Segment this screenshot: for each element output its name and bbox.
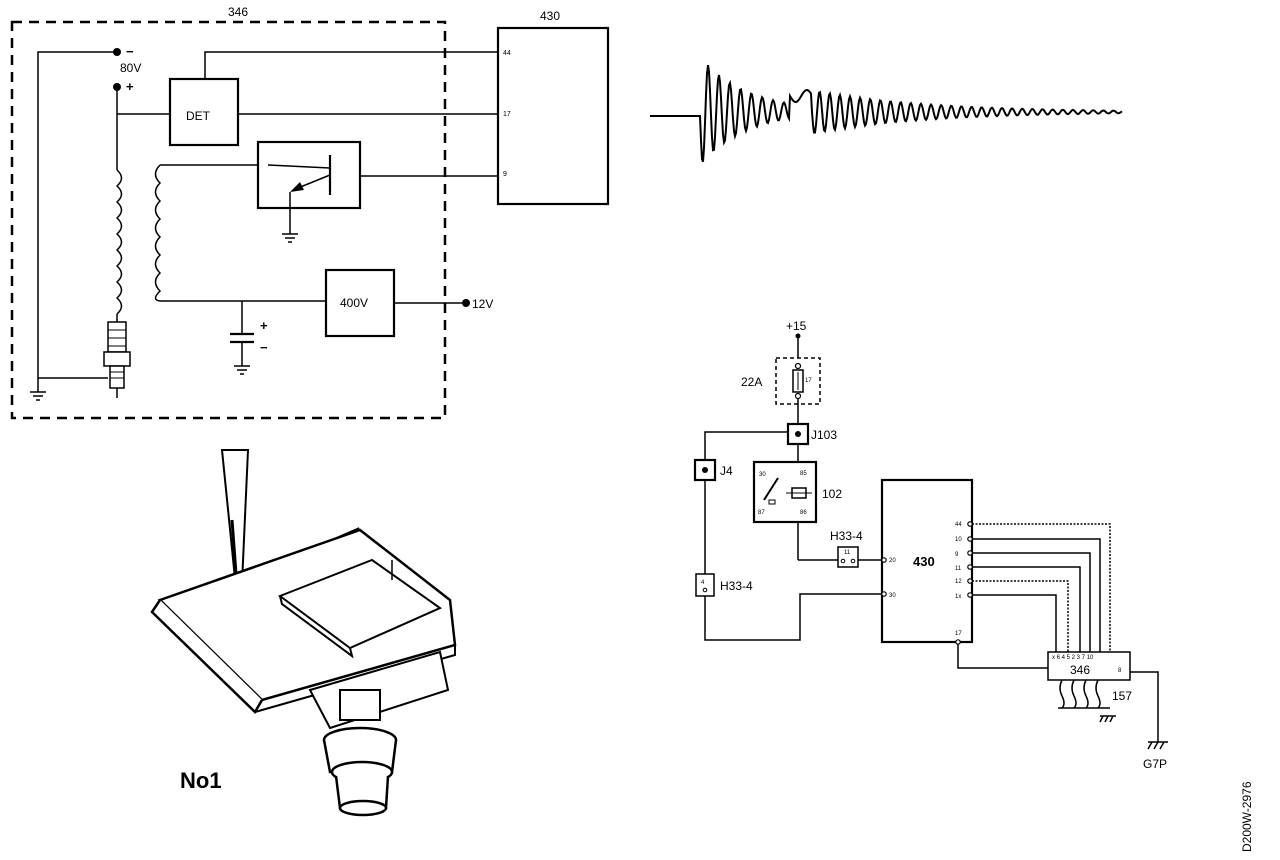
ecu-430-block-label: 430 [913,554,935,569]
relay-pin-85: 85 [800,471,807,477]
ecu-right-pin: 11 [955,566,962,572]
spark-plug-icon [103,314,131,398]
connector-h33-top [837,546,859,568]
sensor-pad [277,558,443,650]
connector-j4-label: J4 [720,464,733,478]
switch-arrow-icon [290,182,304,192]
ignition-module-diagram: 346 430 44 17 9 − 80V + DET [10,5,610,420]
relay-switch-contact [763,477,779,501]
ecu-pin-9: 9 [503,171,507,178]
det-to-pin44-wire [204,51,498,79]
converter-400v-box [324,268,396,338]
coil-pack-346 [1047,651,1131,681]
ground-icon [1147,741,1168,750]
converter-400v-label: 400V [340,296,368,310]
coil-pack-label: 346 [1070,663,1090,677]
voltage-80v-label: 80V [120,61,141,75]
ecu-right-pin: 9 [955,552,959,558]
ecu-left-pin-30: 30 [889,593,896,599]
supply-12v-label: 12V [472,297,493,311]
primary-coil [154,164,162,302]
switch-collector [267,164,331,169]
ground-icon [30,378,46,401]
ecu-430-block [880,478,974,644]
ground-g7p-wire [1130,671,1159,742]
ecu-right-pins: 44 10 9 11 12 1x [955,521,973,600]
spark-plug-group-icon [1058,679,1110,709]
capacitor-plus-sign: + [260,318,268,333]
relay-pin-30: 30 [759,472,766,478]
det-box [168,77,240,147]
switch-emitter [297,174,331,189]
ecu-bottom-pin-17: 17 [955,631,962,637]
module-346-dashed-border [10,20,447,420]
connector-h33-left-label: H33-4 [720,579,753,593]
ground-return-wire [37,51,117,379]
connector-j103-label: J103 [811,428,837,442]
ecu-pin-17: 17 [503,111,511,118]
ecu-left-pin-20: 20 [889,558,896,564]
coil-pack-pin-right: 8 [1118,668,1122,674]
relay-pin-87: 87 [758,510,765,516]
plus-terminal-sign: + [126,79,134,94]
ecu-right-pin: 1x [955,594,961,600]
relay-pin-86: 86 [800,510,807,516]
h33-left-to-ecu-wire [704,593,884,641]
capacitor-minus-sign: − [260,340,268,355]
fuse-number: 17 [805,378,812,384]
connector-h33-left [695,573,715,597]
ground-icon [1099,715,1116,723]
sensor-plate-edge [150,599,264,715]
fuse-box-label: 22A [741,375,762,389]
ecu-430-label: 430 [540,9,560,23]
sensor-label-no1: No1 [180,768,222,793]
relay-102-label: 102 [822,487,842,501]
ground-g7p-label: G7P [1143,757,1167,771]
connector-h33-left-pin: 4 [701,580,705,586]
ecu-pin17-wire [957,644,1048,669]
ecu-right-pin: 12 [955,579,962,585]
sensor-illustration: No1 [150,449,457,817]
waveform-trace [650,64,1123,163]
supply-12v-dot [462,299,470,307]
ecu-pin-44: 44 [503,50,511,57]
ionization-waveform [650,64,1123,163]
figure-id: D200W-2976 [1240,781,1254,852]
ecu-right-pin: 44 [955,522,962,528]
ecu-to-coil-bus [972,523,1111,652]
supply-plus15-label: +15 [786,319,807,333]
ground-icon [234,365,250,375]
module-346-label: 346 [228,5,248,19]
secondary-coil [115,169,123,315]
ground-icon [282,192,298,243]
wiring-diagram: +15 22A 17 J103 J4 4 H33-4 102 30 85 [693,319,1168,771]
minus-terminal-sign: − [126,44,134,59]
ecu-430-box [496,26,610,206]
connector-h33-top-pin: 11 [844,550,851,556]
ecu-right-pin: 10 [955,537,962,543]
connector-h33-top-label: H33-4 [830,529,863,543]
switch-box [256,140,362,210]
det-label: DET [186,109,211,123]
coil-pack-pins: x 6 4 5 2 3 7 10 [1052,655,1094,661]
spark-plugs-label: 157 [1112,689,1132,703]
